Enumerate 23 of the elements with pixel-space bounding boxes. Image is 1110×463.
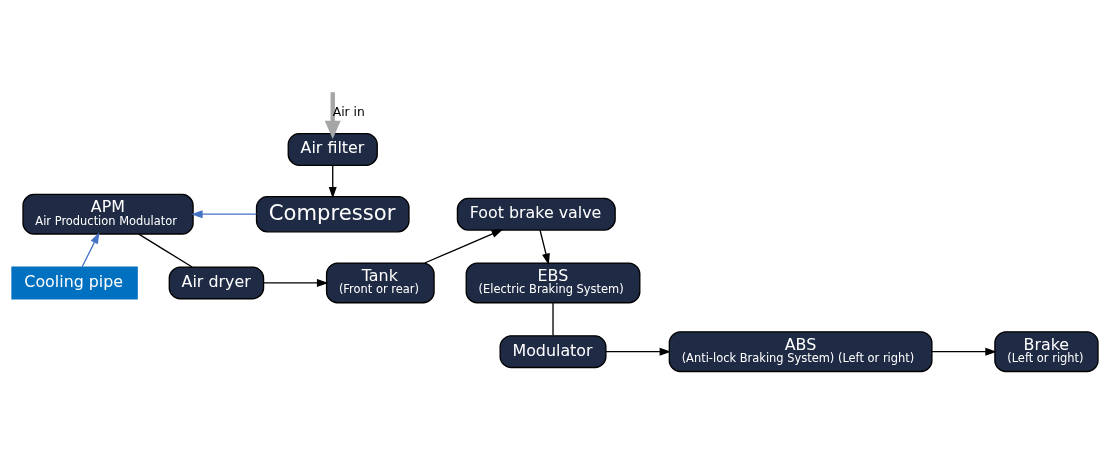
node-box: Air dryer [168,266,265,300]
arrow [263,278,329,287]
arrow [931,347,997,356]
node-box: Air filter [287,132,378,166]
node-box: Compressor [255,195,410,233]
node-box: Foot brake valve [456,197,616,231]
node-box: Cooling pipe [11,266,138,300]
node-box: Modulator [499,335,607,369]
node-box: Brake (Left or right) [994,331,1099,373]
node-box: Tank (Front or rear) [325,262,435,304]
node-box: EBS (Electric Braking System) [465,262,641,304]
connector [138,233,193,268]
node-box: ABS (Anti-lock Braking System) (Left or right) [668,331,933,373]
connector [552,302,554,337]
arrow [539,229,550,265]
arrow [424,229,504,264]
arrow [328,164,337,199]
edge-label: Air in [332,105,365,120]
arrow [191,210,258,219]
arrow [324,92,341,140]
arrow [605,347,672,356]
node-box: APM Air Production Modulator [22,193,194,235]
arrow [81,232,100,268]
